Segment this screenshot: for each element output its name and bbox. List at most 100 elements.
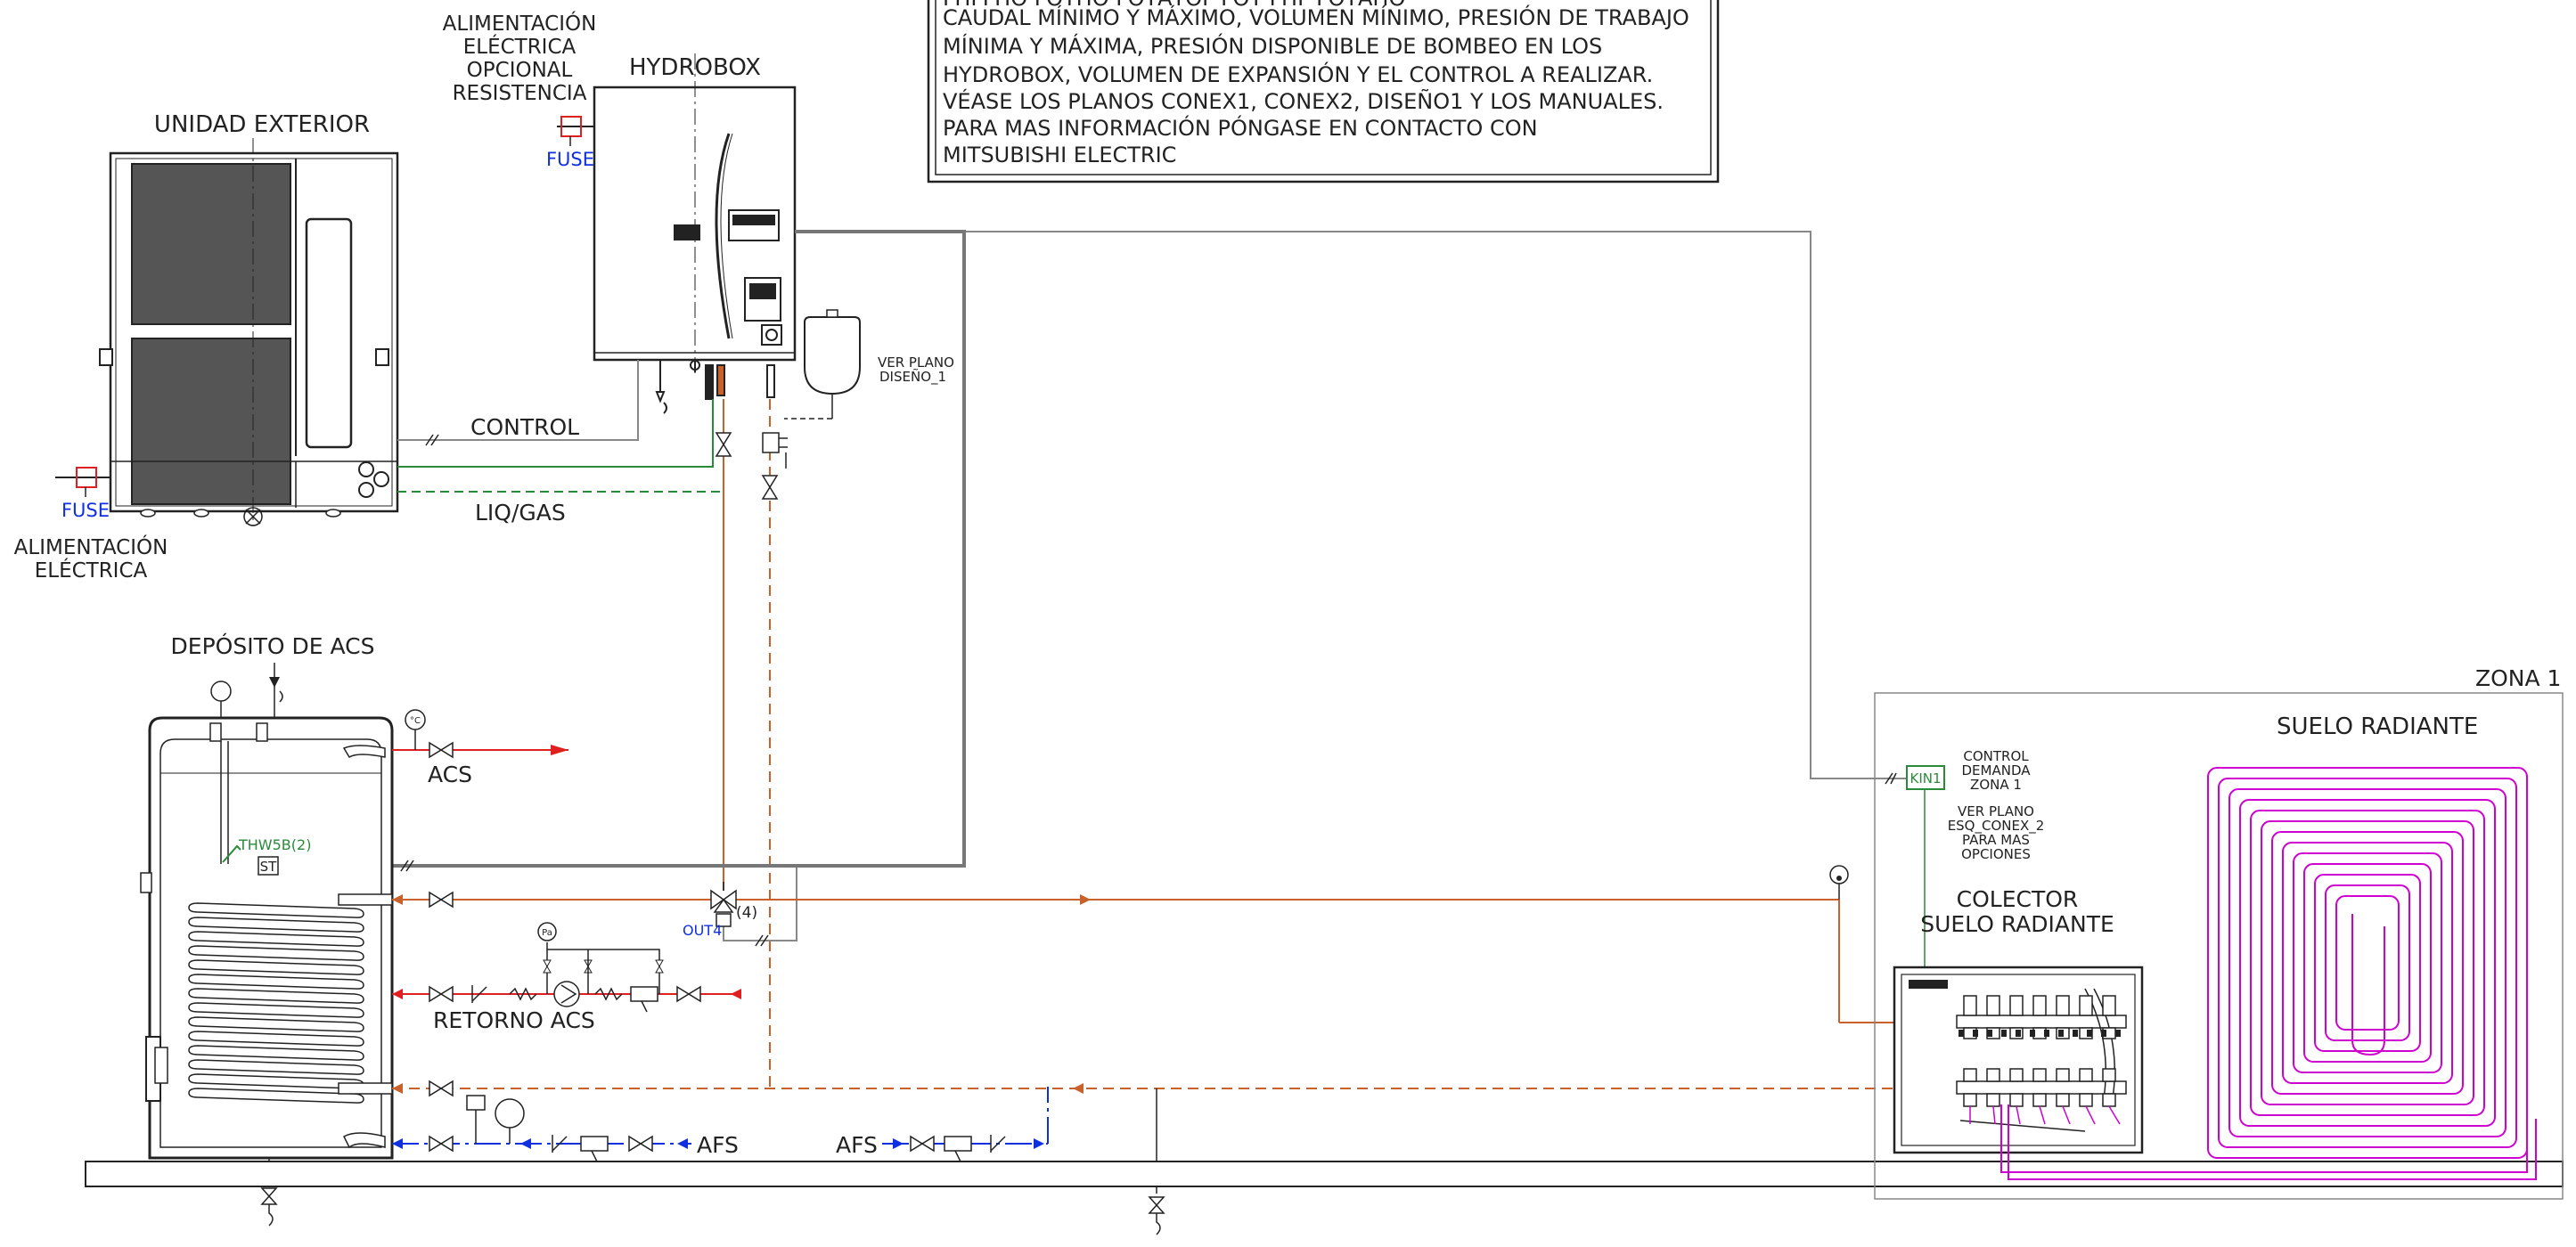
thick-wire-to-tank bbox=[392, 230, 966, 868]
wire-hashes bbox=[400, 772, 1897, 947]
coil-turn bbox=[188, 1016, 364, 1032]
control-label: CONTROL bbox=[470, 414, 579, 440]
underfloor-loop-ring bbox=[2314, 874, 2421, 1052]
collector-port bbox=[2056, 1068, 2070, 1082]
hydrobox-connections bbox=[655, 360, 775, 414]
note-line-1: CAUDAL MÍNIMO Y MÁXIMO, VOLUMEN MÍNIMO, … bbox=[943, 4, 1689, 30]
underfloor-loop-ring bbox=[2325, 884, 2410, 1041]
collector-port bbox=[2032, 995, 2047, 1016]
collector-port bbox=[1963, 995, 1977, 1016]
coil-turn bbox=[188, 917, 364, 933]
coil-turn bbox=[188, 1031, 364, 1047]
opt-power-line-3: OPCIONAL bbox=[467, 59, 573, 82]
ver-plano2-label: VER PLANO ESQ_CONEX_2 PARA MAS OPCIONES bbox=[1948, 803, 2045, 862]
control-zone-label: CONTROL DEMANDA ZONA 1 bbox=[1962, 748, 2032, 793]
three-way-valve: (4) OUT4 bbox=[683, 882, 757, 939]
underfloor-loop-ring bbox=[2218, 778, 2517, 1148]
svg-text:°C: °C bbox=[410, 716, 421, 726]
ver-plano2-line-4: OPCIONES bbox=[1961, 846, 2031, 862]
collector-port bbox=[1963, 1068, 1977, 1082]
underfloor-loop bbox=[2207, 767, 2528, 1159]
optional-power-label: ALIMENTACIÓN ELÉCTRICA OPCIONAL RESISTEN… bbox=[443, 11, 597, 105]
underfloor-loop-ring bbox=[2293, 852, 2442, 1073]
underfloor-loop-ring bbox=[2228, 788, 2506, 1137]
outdoor-unit-label: UNIDAD EXTERIOR bbox=[154, 111, 370, 138]
collector-port bbox=[2032, 1093, 2047, 1107]
underfloor-loop-ring bbox=[2335, 895, 2400, 1031]
ver-plano2-line-3: PARA MAS bbox=[1962, 832, 2030, 848]
opt-power-line-4: RESISTENCIA bbox=[453, 82, 587, 105]
ver-plano-line-2: DISEÑO_1 bbox=[879, 368, 946, 386]
tank-coil bbox=[188, 893, 393, 1104]
coil-turn bbox=[188, 1059, 364, 1075]
hydrobox-unit bbox=[593, 53, 797, 374]
flow-valve bbox=[715, 432, 732, 457]
zone-control-wire bbox=[795, 231, 1907, 779]
acs-label: ACS bbox=[428, 762, 472, 787]
out4-label: OUT4 bbox=[683, 922, 722, 939]
svg-text:Pa: Pa bbox=[542, 928, 552, 938]
tank-label: DEPÓSITO DE ACS bbox=[171, 632, 375, 659]
primary-flow-line bbox=[392, 865, 1956, 1031]
primary-return-line bbox=[392, 1080, 1956, 1235]
collector-port bbox=[1986, 995, 2000, 1016]
coil-turn bbox=[188, 1002, 364, 1018]
coil-turn bbox=[188, 988, 364, 1004]
underfloor-loop-ring bbox=[2207, 767, 2528, 1159]
note-line-4: VÉASE LOS PLANOS CONEX1, CONEX2, DISEÑO1… bbox=[943, 87, 1664, 114]
collector-port bbox=[2079, 995, 2093, 1016]
thw5b-sensor: THW5B(2) bbox=[222, 836, 311, 863]
control-zone-line-3: ZONA 1 bbox=[1970, 777, 2022, 793]
coil-turn bbox=[188, 902, 364, 918]
fuse-icon-hydrobox: FUSE bbox=[546, 116, 599, 170]
underfloor-feed bbox=[2000, 1104, 2537, 1180]
collector-port bbox=[2079, 1068, 2093, 1082]
expansion-vessel-icon bbox=[784, 309, 861, 420]
note-line-2: MÍNIMA Y MÁXIMA, PRESIÓN DISPONIBLE DE B… bbox=[943, 32, 1602, 59]
collector-port bbox=[2056, 995, 2070, 1016]
underfloor-loop-ring bbox=[2250, 810, 2485, 1116]
cold-water-supply bbox=[343, 1095, 691, 1162]
collector-port bbox=[1986, 1093, 2000, 1107]
collector-port bbox=[2056, 1093, 2070, 1107]
control-wire bbox=[397, 360, 639, 441]
zone-label: ZONA 1 bbox=[2475, 665, 2561, 691]
fuse-icon-outdoor: FUSE bbox=[55, 467, 110, 521]
out4-wire bbox=[723, 868, 797, 941]
thw5b-label: THW5B(2) bbox=[238, 836, 311, 853]
st-label: ST bbox=[260, 859, 278, 875]
collector-port bbox=[2032, 1068, 2047, 1082]
cold-water-mains: AFS bbox=[836, 1087, 1049, 1162]
opt-power-line-1: ALIMENTACIÓN bbox=[443, 11, 597, 36]
collector-port bbox=[2079, 1093, 2093, 1107]
coil-turn bbox=[188, 959, 364, 975]
collector-cabinet bbox=[1893, 966, 2144, 1154]
valve4-label: (4) bbox=[736, 904, 757, 922]
coil-turn bbox=[188, 931, 364, 947]
note-line-3: HYDROBOX, VOLUMEN DE EXPANSIÓN Y EL CONT… bbox=[943, 61, 1653, 87]
collector-port bbox=[2009, 1093, 2024, 1107]
note-line-5: PARA MAS INFORMACIÓN PÓNGASE EN CONTACTO… bbox=[943, 114, 1538, 141]
collector-port bbox=[2032, 1027, 2047, 1039]
coil-turn bbox=[188, 974, 364, 990]
collector-port bbox=[2102, 1068, 2116, 1082]
coil-turn bbox=[188, 1045, 364, 1061]
underfloor-loop-ring bbox=[2239, 799, 2496, 1127]
return-valves bbox=[761, 432, 788, 500]
kin1-label: KIN1 bbox=[1910, 770, 1941, 787]
power-line-1: ALIMENTACIÓN bbox=[14, 534, 168, 559]
collector-port bbox=[2009, 995, 2024, 1016]
zone-1-box: ZONA 1 bbox=[1874, 665, 2564, 1200]
coil-turn bbox=[188, 1088, 364, 1104]
collector-port bbox=[2009, 1068, 2024, 1082]
floor-slab bbox=[85, 1161, 2564, 1187]
fuse-label-hydrobox: FUSE bbox=[546, 149, 594, 170]
collector-port bbox=[2102, 995, 2116, 1016]
collector-port bbox=[1963, 1093, 1977, 1107]
opt-power-line-2: ELÉCTRICA bbox=[463, 34, 577, 59]
underfloor-loop-ring bbox=[2261, 820, 2474, 1105]
afs-label-2: AFS bbox=[836, 1132, 878, 1158]
st-box: ST bbox=[258, 856, 279, 876]
acs-outlet: °C bbox=[342, 709, 568, 759]
underfloor-loop-ring bbox=[2271, 831, 2464, 1095]
